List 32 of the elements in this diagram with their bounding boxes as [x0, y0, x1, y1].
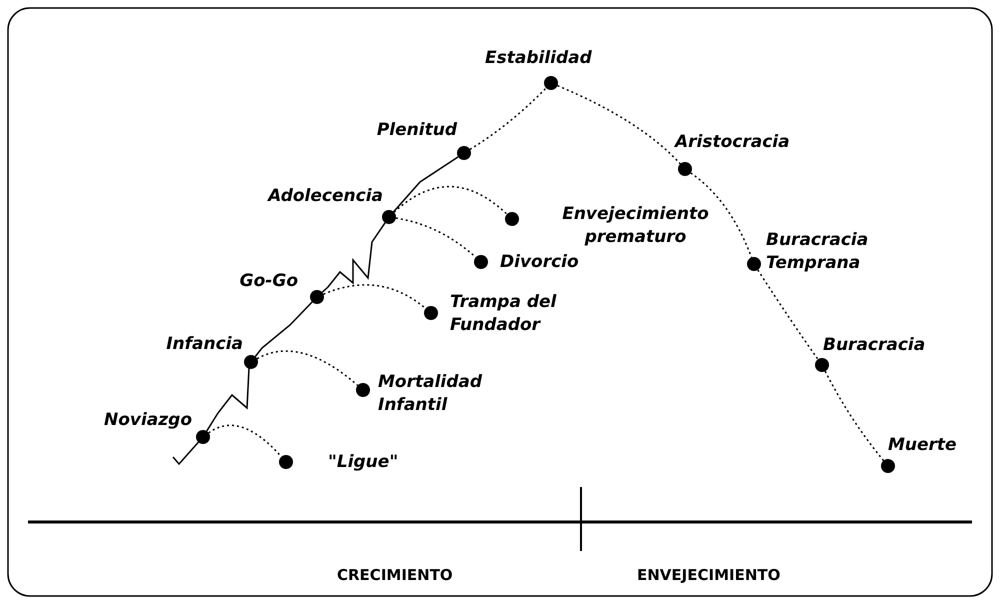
- dotted-connector: [396, 217, 476, 258]
- connector-line: [206, 367, 250, 432]
- stage-label: Mortalidad Infantil: [378, 371, 484, 417]
- stage-label: Trampa del Fundador: [450, 291, 558, 337]
- dotted-connector: [323, 284, 426, 310]
- stage-label: Envejecimiento prematuro: [561, 203, 710, 249]
- dotted-connector: [690, 172, 752, 258]
- stage-label: Noviazgo: [104, 409, 192, 432]
- dotted-connector: [824, 370, 884, 462]
- dotted-connector: [208, 424, 282, 458]
- connector-line: [322, 222, 386, 293]
- phase-label: CRECIMIENTO: [337, 566, 453, 584]
- dotted-connector: [557, 85, 681, 164]
- stage-label: Estabilidad: [485, 47, 592, 70]
- stage-label: Aristocracia: [675, 131, 790, 154]
- connector-line: [393, 156, 459, 212]
- dotted-connector: [470, 87, 547, 150]
- phase-label: ENVEJECIMIENTO: [637, 566, 780, 584]
- stage-label: Buracracia Temprana: [766, 229, 870, 275]
- connector-line: [172, 442, 199, 466]
- dotted-connector: [256, 350, 358, 386]
- stage-label: Infancia: [166, 333, 243, 356]
- dotted-connector: [394, 186, 508, 215]
- stage-label: Muerte: [888, 434, 957, 457]
- stage-label: Go-Go: [240, 270, 298, 293]
- stage-label: Divorcio: [500, 251, 579, 274]
- connector-line: [254, 302, 313, 357]
- stage-label: Adolecencia: [268, 185, 383, 208]
- stage-label: "Ligue": [328, 451, 398, 474]
- stage-label: Plenitud: [376, 119, 457, 142]
- stage-label: Buracracia: [823, 334, 926, 357]
- dotted-connector: [757, 269, 819, 360]
